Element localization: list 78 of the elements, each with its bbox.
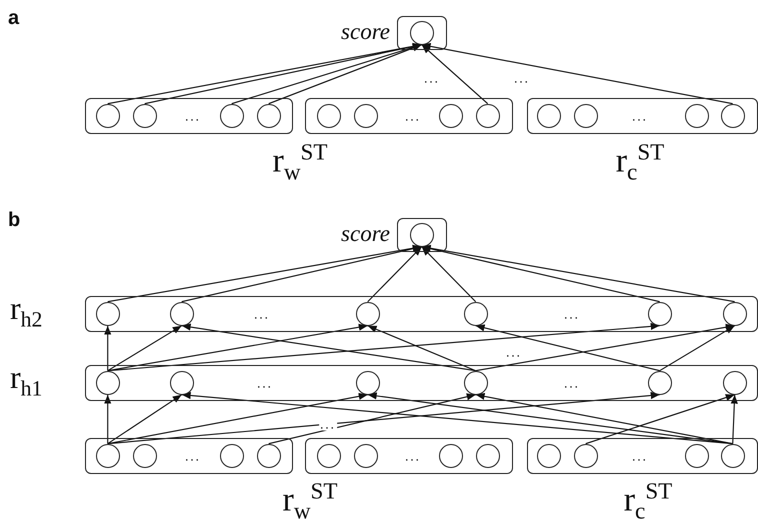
neuron-circle: [170, 370, 194, 395]
neuron-circle: [476, 104, 500, 128]
arrow: [476, 324, 660, 372]
neuron-circle: [464, 302, 488, 326]
arrow: [268, 393, 476, 444]
neuron-circle: [648, 302, 672, 326]
neuron-circle: [720, 104, 745, 128]
neuron-circle: [256, 104, 281, 128]
neuron-circle: [722, 370, 747, 395]
arrow: [108, 392, 368, 444]
neuron-circle: [574, 104, 598, 128]
neuron-circle: [476, 444, 500, 468]
arrow: [104, 326, 112, 371]
neuron-circle: [96, 370, 120, 395]
arrow: [367, 325, 476, 372]
neuron-circle: [96, 444, 120, 468]
panel-label: a: [8, 8, 20, 28]
panel-label: b: [8, 210, 20, 230]
neuron-circle: [536, 104, 561, 128]
neuron-circle: [354, 444, 378, 468]
layer-box: [85, 296, 758, 332]
output-box: [397, 16, 447, 50]
layer-label: r$_{h1}$: [10, 361, 42, 401]
layer-box: [85, 365, 758, 401]
neuron-circle: [410, 20, 434, 45]
arrow: [476, 324, 735, 372]
layer-label: r$_{h2}$: [10, 292, 42, 332]
neuron-circle: [96, 302, 120, 326]
arrow: [107, 325, 182, 372]
neuron-circle: [132, 444, 157, 468]
neuron-circle: [356, 370, 380, 395]
neuron-circle: [316, 444, 341, 468]
neuron-circle: [438, 444, 463, 468]
neuron-circle: [220, 444, 244, 468]
input-group-box: [527, 438, 758, 474]
arrow: [730, 394, 738, 444]
arrow: [586, 394, 735, 444]
input-group-box: [85, 438, 293, 474]
arrow: [421, 44, 488, 104]
neuron-circle: [574, 444, 598, 468]
output-box: [397, 218, 447, 252]
arrow: [107, 394, 182, 444]
arrow: [182, 324, 476, 372]
neuron-circle: [648, 370, 672, 395]
neuron-circle: [438, 104, 463, 128]
neuron-circle: [536, 444, 561, 468]
neuron-circle: [684, 104, 709, 128]
neuron-circle: [132, 104, 157, 128]
score-label: score: [341, 222, 390, 244]
arrow: [422, 42, 733, 104]
neuron-circle: [722, 302, 747, 326]
neuron-circle: [316, 104, 341, 128]
arrow: [367, 246, 422, 302]
neuron-circle: [410, 222, 434, 247]
arrow: [368, 392, 733, 444]
neuron-circle: [220, 104, 244, 128]
arrow: [108, 324, 368, 372]
arrow: [104, 394, 112, 444]
arrow: [182, 245, 422, 302]
input-group-box: [85, 98, 293, 134]
neuron-circle: [170, 302, 194, 326]
arrow: [421, 246, 476, 302]
arrow: [476, 392, 733, 444]
input-group-box: [305, 438, 513, 474]
neuron-circle: [356, 302, 380, 326]
arrow: [108, 322, 660, 372]
input-group-box: [305, 98, 513, 134]
arrow: [108, 392, 660, 444]
neuron-circle: [464, 370, 488, 395]
neuron-circle: [96, 104, 120, 128]
neuron-circle: [720, 444, 745, 468]
neuron-circle: [684, 444, 709, 468]
input-group-box: [527, 98, 758, 134]
neuron-circle: [256, 444, 281, 468]
neuron-circle: [354, 104, 378, 128]
arrow: [268, 44, 422, 104]
arrow: [659, 325, 735, 372]
score-label: score: [341, 20, 390, 42]
